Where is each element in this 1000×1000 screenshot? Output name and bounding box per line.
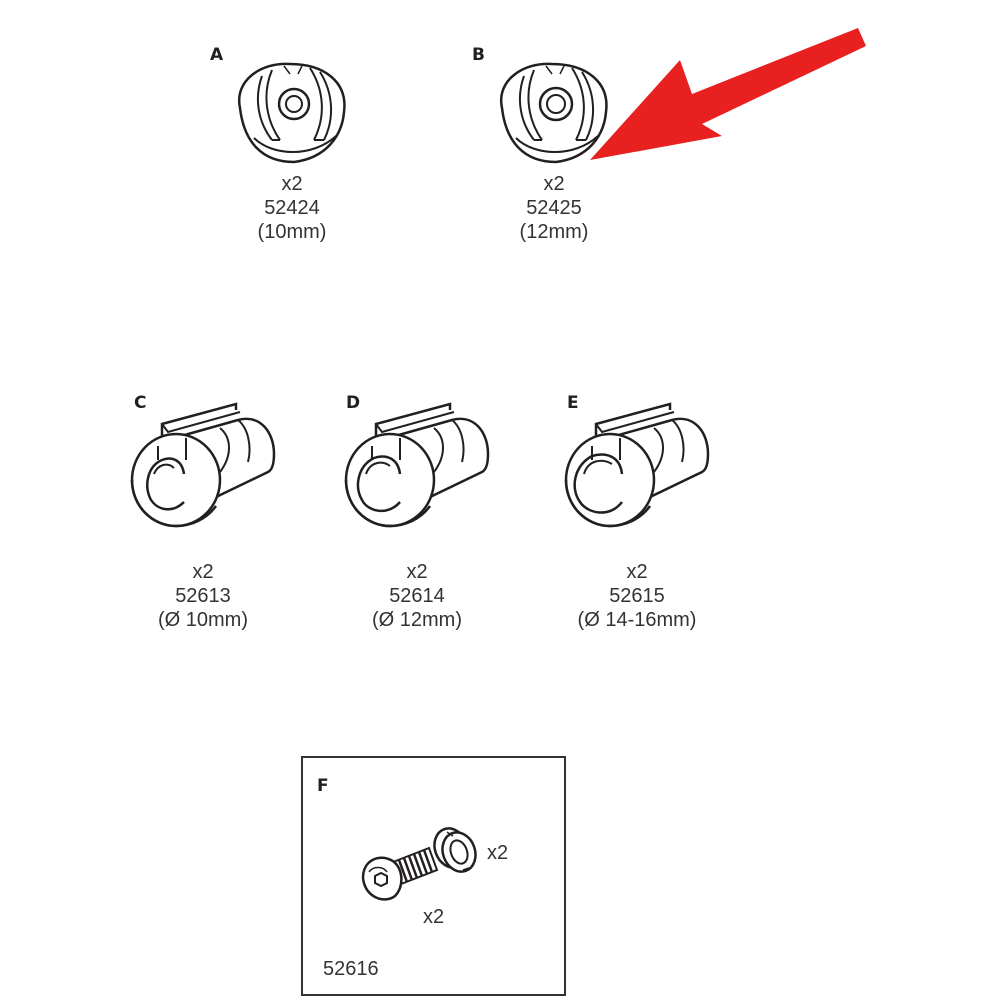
bolt-icon (361, 846, 439, 901)
washer-quantity-label: x2 (487, 842, 509, 864)
part-number: 52615 (609, 585, 665, 607)
part-a-disc-drawing (237, 62, 346, 164)
part-d-bushing-drawing (344, 402, 490, 528)
part-letter: A (210, 45, 224, 65)
part-c-bushing-drawing (130, 402, 276, 528)
quantity-label: x2 (543, 173, 565, 195)
part-letter: B (472, 45, 485, 65)
quantity-label: x2 (192, 561, 214, 583)
size-label: (Ø 12mm) (372, 609, 462, 631)
part-a-caption: x2 52424 (10mm) (232, 172, 352, 244)
size-label: (Ø 10mm) (158, 609, 248, 631)
bolt-quantity-label: x2 (423, 906, 445, 928)
part-letter: E (567, 393, 579, 413)
part-number: 52424 (264, 197, 320, 219)
part-c-caption: x2 52613 (Ø 10mm) (128, 560, 278, 632)
part-letter: D (346, 393, 361, 413)
part-e-caption: x2 52615 (Ø 14-16mm) (562, 560, 712, 632)
quantity-label: x2 (281, 173, 303, 195)
quantity-label: x2 (406, 561, 428, 583)
size-label: (10mm) (257, 221, 327, 243)
part-e-bushing-drawing (564, 402, 710, 528)
part-number: 52425 (526, 197, 582, 219)
size-label: (Ø 14-16mm) (577, 609, 697, 631)
part-b-disc-drawing (499, 62, 608, 164)
washer-icon (433, 827, 477, 873)
part-d-caption: x2 52614 (Ø 12mm) (342, 560, 492, 632)
part-letter: C (134, 393, 147, 413)
part-number: 52614 (389, 585, 445, 607)
part-f-kit-box: F x2 x2 52616 (301, 756, 566, 996)
part-letter: F (317, 776, 329, 796)
quantity-label: x2 (626, 561, 648, 583)
size-label: (12mm) (519, 221, 589, 243)
part-number: 52616 (323, 958, 379, 980)
part-number: 52613 (175, 585, 231, 607)
part-b-caption: x2 52425 (12mm) (494, 172, 614, 244)
